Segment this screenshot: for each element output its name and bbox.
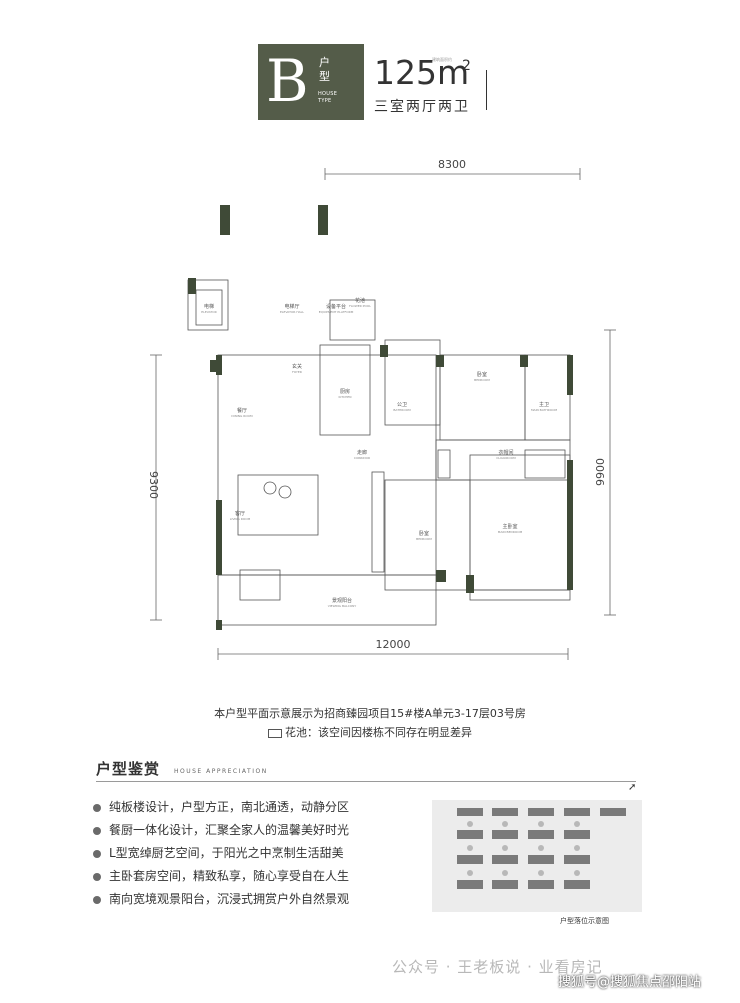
room-equipment-platform-en: EQUIPMENT PLATFORM — [319, 310, 354, 314]
room-foyer: 玄关 — [292, 363, 302, 370]
room-equipment-platform: 设备平台 — [326, 303, 346, 310]
room-main-bedroom: 主卧室 — [502, 523, 517, 530]
room-main-bathroom: 主卫 — [539, 401, 549, 408]
sohu-watermark: 搜狐号@搜狐焦点邵阳站 — [558, 975, 702, 990]
room-bedroom-south: 卧室 — [419, 530, 429, 537]
room-bathroom-en: BATHROOM — [393, 408, 411, 412]
room-kitchen: 厨房 — [340, 388, 350, 395]
dim-left: 9300 — [147, 471, 160, 499]
bullet-icon — [93, 849, 101, 858]
appreciation-title: 户型鉴赏 — [96, 760, 161, 778]
room-count: 三室两厅两卫 — [374, 99, 470, 115]
feature-item: 餐厨一体化设计，汇聚全家人的温馨美好时光 — [93, 819, 349, 842]
building-footprints — [457, 808, 626, 889]
flower-pool-note: 花池：该空间因楼栋不同存在明显差异 — [0, 724, 740, 740]
room-foyer-en: FOYER — [292, 370, 302, 374]
room-dining: 餐厅 — [237, 407, 247, 414]
bullet-icon — [93, 803, 101, 812]
room-bedroom-south-en: BEDROOM — [416, 537, 432, 541]
bullet-icon — [93, 826, 101, 835]
room-main-bathroom-en: MAIN BATHROOM — [531, 408, 557, 412]
bullet-icon — [93, 895, 101, 904]
dimension-lines — [150, 168, 616, 660]
feature-list: 纯板楼设计，户型方正，南北通透，动静分区 餐厨一体化设计，汇聚全家人的温馨美好时… — [93, 796, 349, 911]
plan-caption: 本户型平面示意展示为招商臻园项目15#楼A单元3-17层03号房 — [214, 707, 526, 720]
room-cloakroom-en: CLOAKROOM — [496, 456, 516, 460]
site-position-map — [432, 800, 642, 912]
area-value: 125m — [374, 53, 470, 92]
appreciation-divider — [96, 781, 636, 782]
room-elevator-hall-en: ELEVATOR HALL — [280, 310, 304, 314]
type-label-cn: 户型 — [319, 56, 330, 83]
house-type-badge: B 户型 HOUSE TYPE — [258, 44, 364, 120]
room-flower-pool: 花池 — [355, 297, 365, 304]
floor-plan: 8300 12000 9300 9900 — [147, 158, 616, 660]
minimap-label: 户型落位示意图 — [560, 917, 609, 925]
room-flower-pool-en: FLOWER POOL — [349, 304, 371, 308]
feature-text: 餐厨一体化设计，汇聚全家人的温馨美好时光 — [109, 823, 350, 837]
feature-item: 主卧套房空间，精致私享，随心享受自在人生 — [93, 865, 349, 888]
feature-text: 南向宽境观景阳台，沉浸式拥赏户外自然景观 — [109, 892, 350, 906]
compass-icon: ➚ — [628, 782, 637, 793]
walls — [188, 205, 573, 630]
room-cloakroom: 衣帽间 — [498, 449, 513, 456]
room-bedroom-north-en: BEDROOM — [474, 378, 490, 382]
feature-text: 主卧套房空间，精致私享，随心享受自在人生 — [109, 869, 350, 883]
legend-box-icon — [268, 728, 282, 738]
room-main-bedroom-en: MAIN BEDROOM — [498, 530, 523, 534]
feature-text: 纯板楼设计，户型方正，南北通透，动静分区 — [109, 800, 350, 814]
room-living-en: LIVING ROOM — [230, 517, 251, 521]
room-dining-en: DINING ROOM — [231, 414, 253, 418]
room-elevator-en: ELEVATOR — [201, 310, 216, 314]
area-tiny-label: 建筑面积约 — [432, 57, 452, 62]
feature-item: 纯板楼设计，户型方正，南北通透，动静分区 — [93, 796, 349, 819]
room-living: 客厅 — [235, 510, 245, 517]
flower-pool-note-text: 花池：该空间因楼栋不同存在明显差异 — [285, 726, 472, 739]
wechat-watermark: 公众号 · 王老板说 · 业看房记 — [392, 958, 603, 976]
room-elevator-hall: 电梯厅 — [284, 303, 299, 310]
header-divider — [486, 70, 487, 110]
room-corridor-en: CORRIDOR — [354, 456, 370, 460]
type-letter: B — [266, 47, 309, 115]
room-balcony-en: VIEWING BALCONY — [328, 604, 357, 608]
dim-right: 9900 — [594, 458, 607, 486]
room-elevator: 电梯 — [204, 303, 214, 310]
feature-item: L型宽绰厨艺空间，于阳光之中烹制生活甜美 — [93, 842, 349, 865]
dim-bottom: 12000 — [376, 638, 411, 651]
room-corridor: 走廊 — [357, 449, 367, 456]
feature-text: L型宽绰厨艺空间，于阳光之中烹制生活甜美 — [109, 846, 344, 860]
appreciation-title-en: HOUSE APPRECIATION — [174, 768, 268, 775]
room-bathroom: 公卫 — [397, 402, 407, 408]
room-outlines — [187, 279, 571, 626]
feature-item: 南向宽境观景阳台，沉浸式拥赏户外自然景观 — [93, 888, 349, 911]
room-balcony: 景观阳台 — [332, 597, 352, 604]
bullet-icon — [93, 872, 101, 881]
area-unit-sup: 2 — [462, 58, 471, 74]
room-bedroom-north: 卧室 — [477, 371, 487, 378]
building-markers — [467, 821, 580, 876]
type-label-en: HOUSE TYPE — [318, 91, 338, 104]
room-kitchen-en: KITCHEN — [339, 395, 352, 399]
dim-top: 8300 — [438, 158, 466, 171]
